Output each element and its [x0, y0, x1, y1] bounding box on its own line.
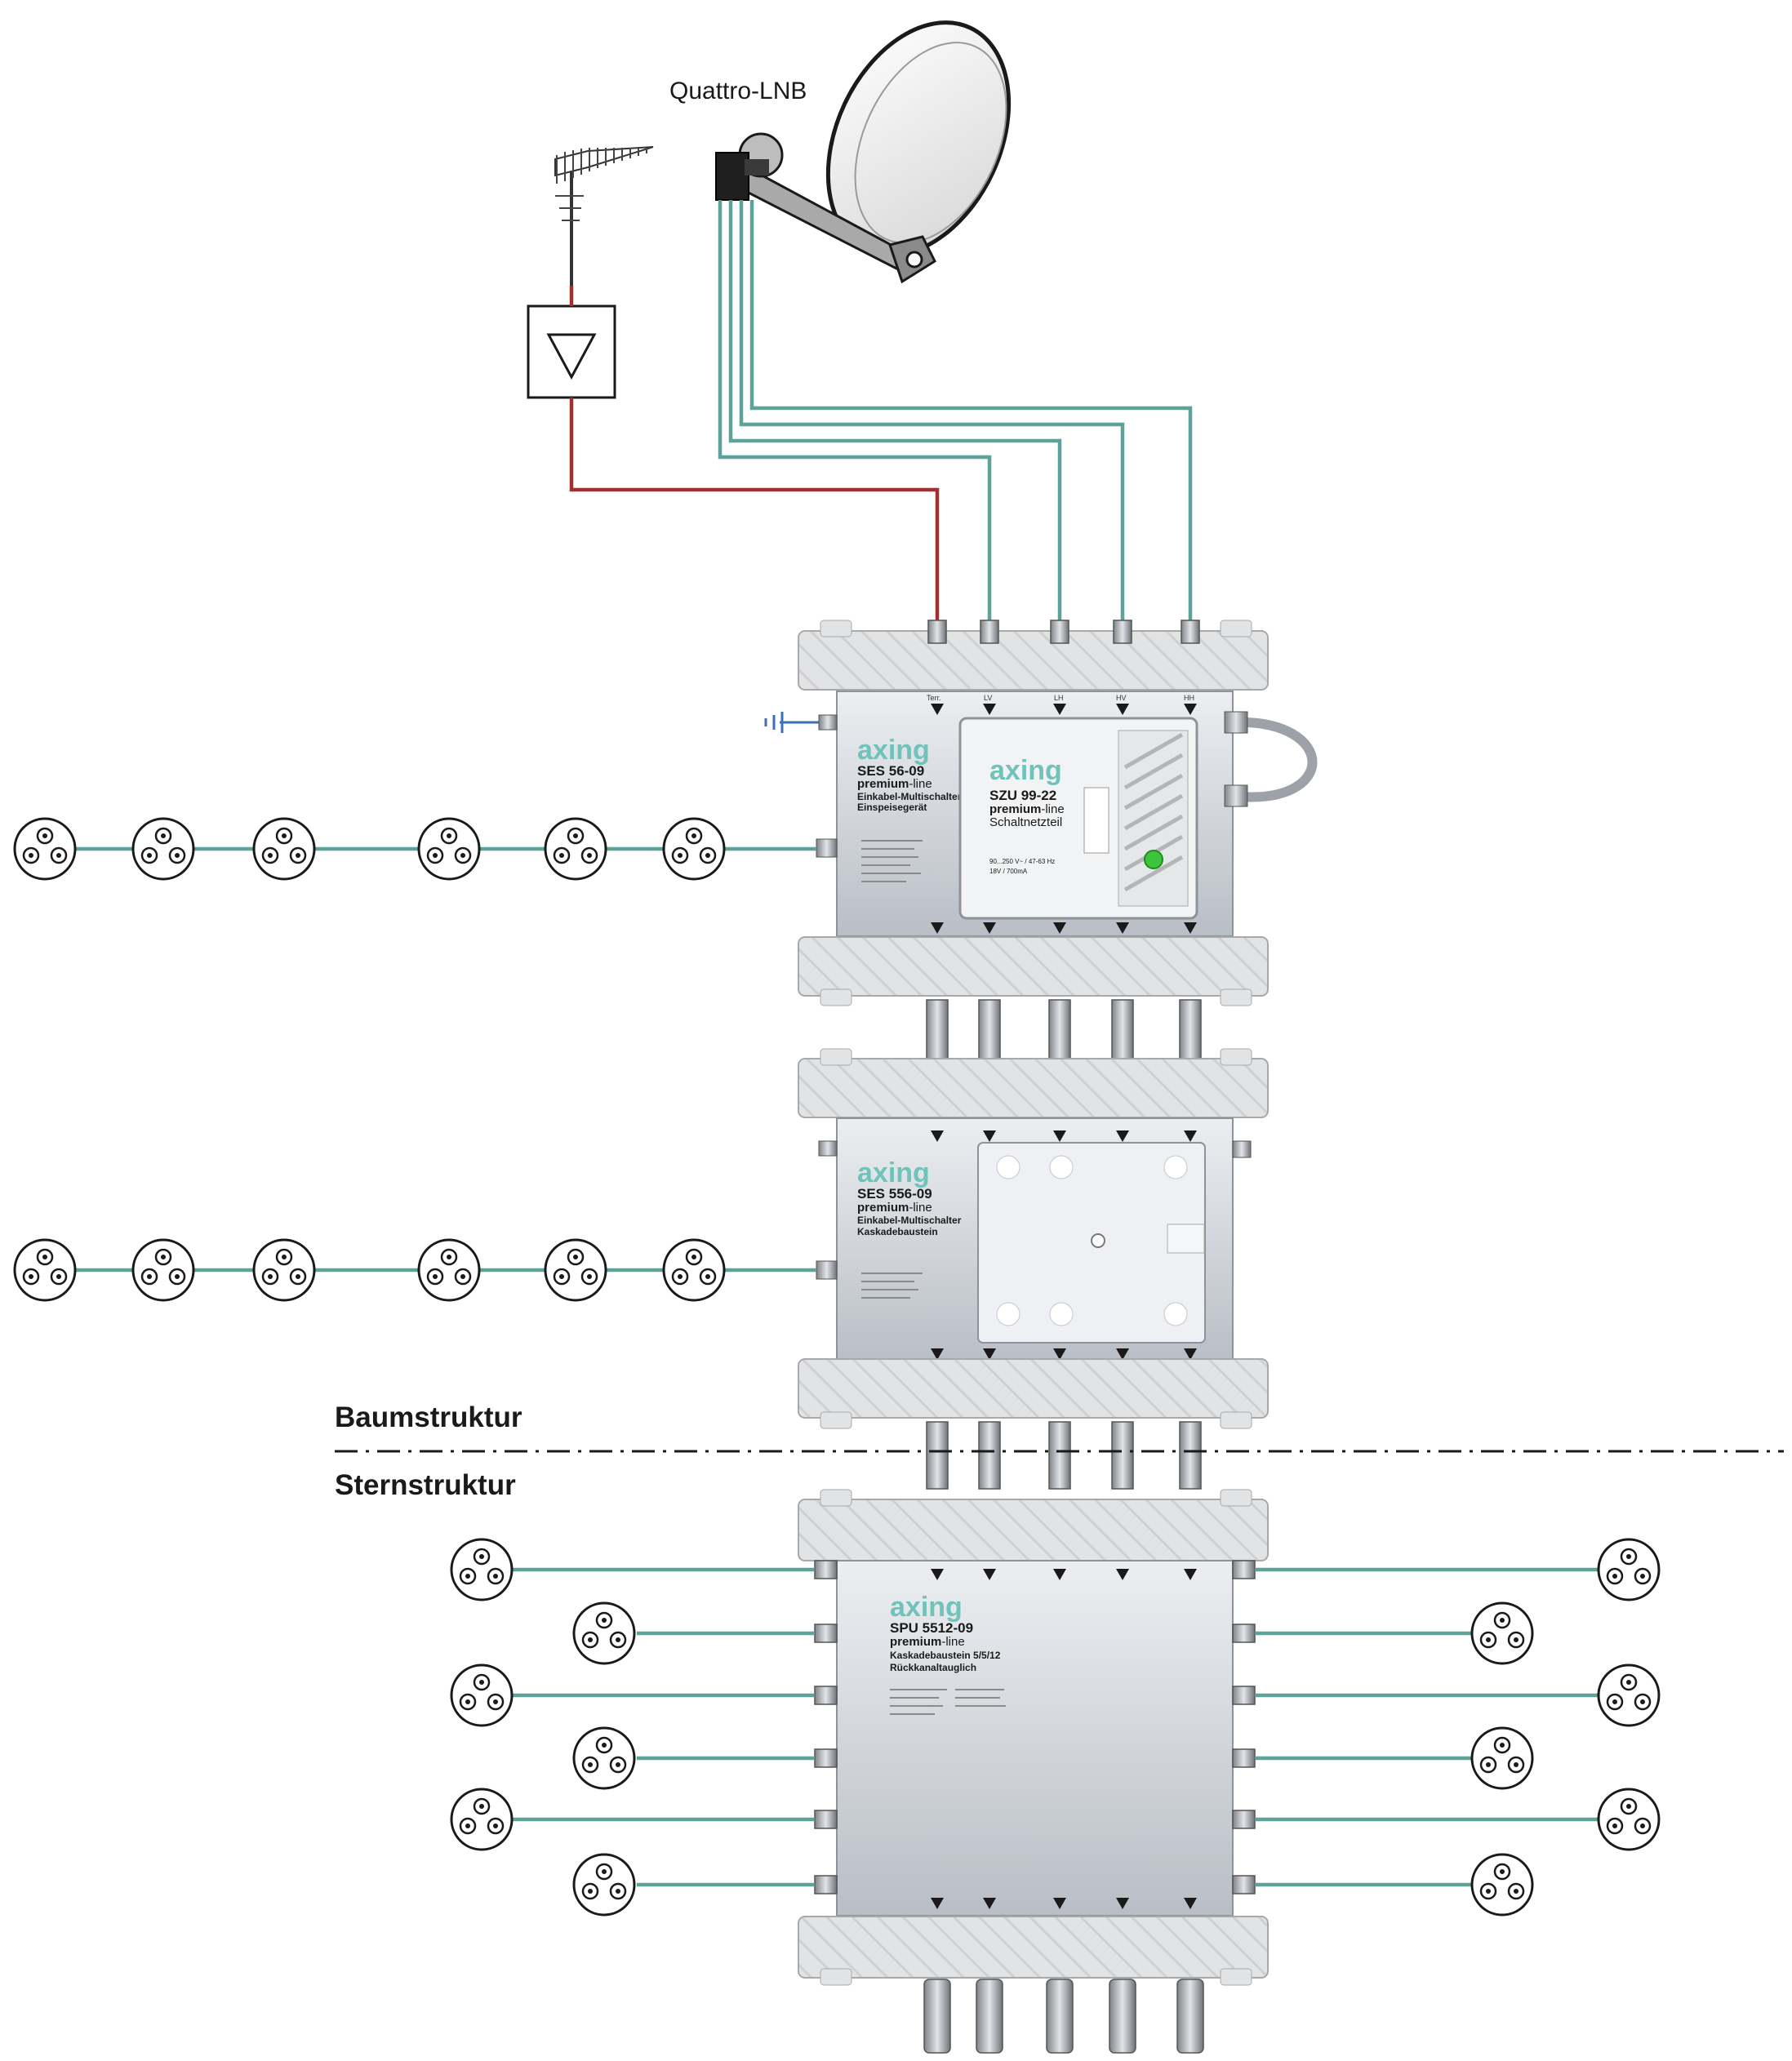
jumper-connectors-2 — [926, 1421, 1202, 1490]
szu-line-rest: -line — [1041, 802, 1064, 816]
star-cables — [510, 1567, 1600, 1887]
tree-structure-heading: Baumstruktur — [335, 1401, 522, 1433]
ses556-brand: axing — [857, 1157, 930, 1188]
szu-spec2: 18V / 700mA — [989, 868, 1028, 875]
socket-outlet-icon — [1597, 1538, 1661, 1601]
socket-outlet-icon — [572, 1853, 636, 1917]
socket-outlet-icon — [662, 1238, 726, 1302]
terrestrial-cable — [569, 286, 940, 620]
szu-brand: axing — [989, 755, 1062, 786]
socket-outlet-icon — [417, 817, 481, 881]
socket-outlet-icon — [1470, 1601, 1534, 1665]
star-structure-heading: Sternstruktur — [335, 1469, 516, 1501]
ses56-model: SES 56-09 — [857, 763, 924, 779]
socket-outlet-icon — [13, 1238, 77, 1302]
ses556-type: Einkabel-Multischalter — [857, 1215, 962, 1226]
socket-outlet-icon — [572, 1601, 636, 1665]
socket-outlet-icon — [1470, 1853, 1534, 1917]
power-supply-szu: axing SZU 99-22 premium-line Schaltnetzt… — [958, 711, 1318, 920]
socket-outlet-icon — [544, 1238, 607, 1302]
lnb-label: Quattro-LNB — [669, 78, 807, 104]
socket-outlet-icon — [1470, 1726, 1534, 1790]
ses56-line-rest: -line — [909, 777, 932, 791]
socket-outlet-icon — [1597, 1788, 1661, 1851]
port-label-terr: Terr. — [927, 694, 941, 702]
socket-outlets — [13, 817, 1661, 1917]
svg-text:premium-line: premium-line — [890, 1635, 965, 1649]
spu-model: SPU 5512-09 — [890, 1620, 973, 1636]
ground-icon — [764, 712, 819, 733]
ses56-role: Einspeisegerät — [857, 802, 927, 813]
szu-line-bold: premium — [989, 802, 1041, 816]
socket-outlet-icon — [252, 1238, 316, 1302]
ses556-line-bold: premium — [857, 1201, 909, 1215]
port-label-lv: LV — [984, 694, 992, 702]
ses556-role: Kaskadebaustein — [857, 1226, 938, 1237]
ses56-type: Einkabel-Multischalter — [857, 791, 962, 802]
socket-outlet-icon — [131, 817, 195, 881]
spu-line-bold: premium — [890, 1635, 941, 1649]
socket-outlet-icon — [572, 1726, 636, 1790]
terrestrial-amplifier — [527, 304, 616, 399]
ses556-model: SES 556-09 — [857, 1186, 932, 1202]
szu-model: SZU 99-22 — [989, 788, 1056, 803]
svg-text:premium-line: premium-line — [857, 777, 932, 791]
socket-outlet-icon — [450, 1538, 514, 1601]
svg-text:premium-line: premium-line — [857, 1201, 932, 1215]
multiswitch-spu5512: axing SPU 5512-09 premium-line Kaskadeba… — [798, 1489, 1269, 2054]
szu-type: Schaltnetzteil — [989, 815, 1062, 829]
spu-role: Rückkanaltauglich — [890, 1662, 976, 1673]
jumper-connectors-1 — [926, 999, 1202, 1068]
szu-spec1: 90...250 V~ / 47-63 Hz — [989, 858, 1055, 865]
socket-outlet-icon — [13, 817, 77, 881]
socket-outlet-icon — [1597, 1663, 1661, 1727]
svg-text:premium-line: premium-line — [989, 802, 1065, 816]
ses56-line-bold: premium — [857, 777, 909, 791]
ses556-line-rest: -line — [909, 1201, 932, 1215]
ses56-brand: axing — [857, 735, 930, 766]
socket-outlet-icon — [131, 1238, 195, 1302]
socket-outlet-icon — [417, 1238, 481, 1302]
spu-line-rest: -line — [941, 1635, 964, 1649]
multiswitch-ses556: axing SES 556-09 premium-line Einkabel-M… — [798, 1048, 1269, 1429]
satellite-cables — [718, 200, 1193, 620]
port-label-lh: LH — [1054, 694, 1064, 702]
spu-brand: axing — [890, 1592, 963, 1623]
socket-outlet-icon — [450, 1663, 514, 1727]
terrestrial-antenna — [554, 146, 654, 286]
port-label-hv: HV — [1116, 694, 1127, 702]
spu-type: Kaskadebaustein 5/5/12 — [890, 1650, 1001, 1661]
socket-outlet-icon — [450, 1788, 514, 1851]
socket-outlet-icon — [252, 817, 316, 881]
port-label-hh: HH — [1184, 694, 1194, 702]
socket-outlet-icon — [544, 817, 607, 881]
socket-outlet-icon — [662, 817, 726, 881]
satellite-dish — [715, 20, 1012, 284]
